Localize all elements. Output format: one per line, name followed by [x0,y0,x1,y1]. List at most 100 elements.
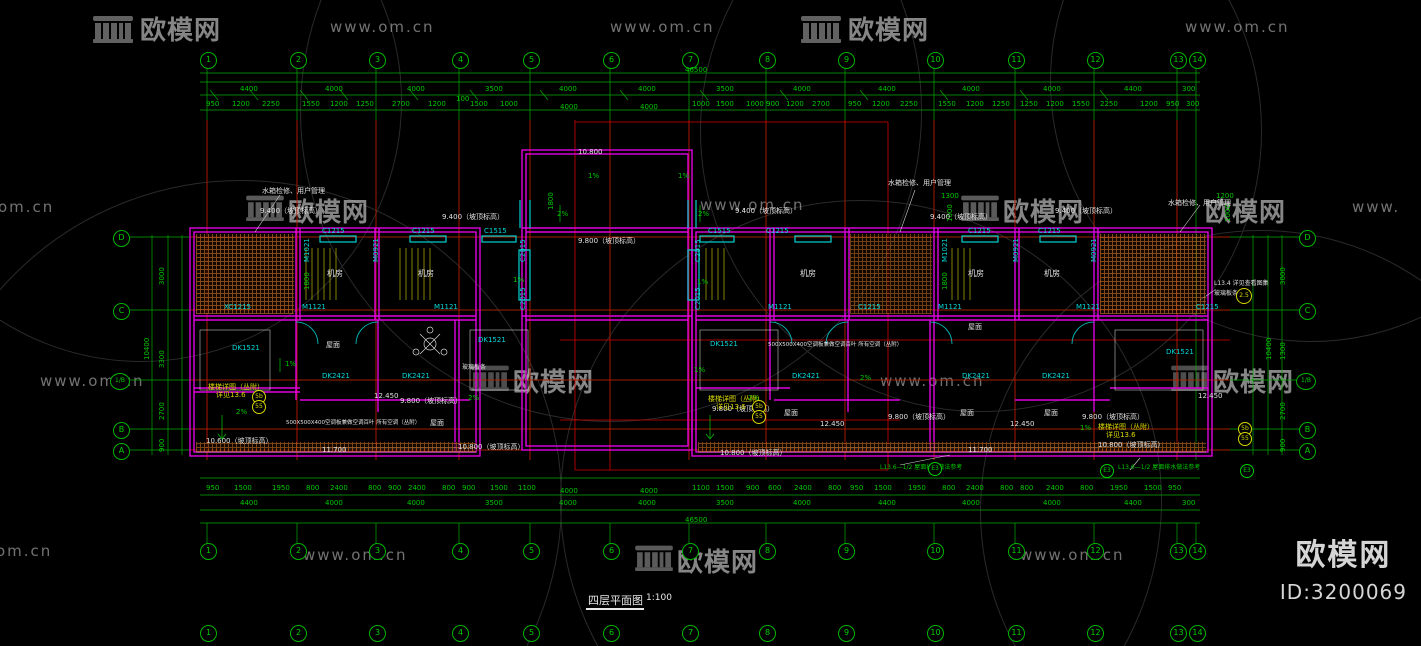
axis-bubble-footer-7: 7 [682,625,699,642]
axis-bubble-bottom-10: 10 [927,543,944,560]
dim-bottom-r2-12: 1100 [518,484,536,492]
dim-bottom-r2-30: 1950 [1110,484,1128,492]
slope-2: 2% [698,210,710,218]
roof-door-DK1521-4: DK1521 [1166,348,1194,356]
dim-left-2700: 2700 [158,402,166,420]
window-tag-C1215-mid: C1215 [858,303,881,311]
dim-top-r2-22: 2250 [900,100,918,108]
dim-bottom-r2-18: 600 [768,484,782,492]
dim-top-r1-11: 4000 [1043,85,1061,93]
callout-E3-3: E3 [1240,464,1254,478]
window-tag-C1515-2: C1515 [708,227,731,235]
dim-bottom-r2-1: 950 [206,484,220,492]
roof-door-DK1521-2: DK1521 [478,336,506,344]
axis-bubble-top-7: 7 [682,52,699,69]
axis-bubble-left-1B: 1/B [110,373,130,390]
axis-bubble-top-4: 4 [452,52,469,69]
dim-bottom-r1-3: 4000 [407,499,425,507]
dim-top-r1-7: 3500 [716,85,734,93]
axis-bubble-bottom-11: 11 [1008,543,1025,560]
dim-bottom-r2-26: 800 [1000,484,1014,492]
callout-55-2: 55 [752,410,766,424]
dim-overall-bottom: 46500 [685,516,708,524]
watermark-url: www.om.cn [1185,18,1290,36]
dim-top-r1-2: 4000 [325,85,343,93]
dim-top-r2-2: 1200 [232,100,250,108]
elevation-10800-b: 10.800（坡顶标高） [720,449,787,457]
dim-top-r2-10: 1500 [470,100,488,108]
elevation-12450-a: 12.450 [374,392,399,400]
slope-5: 2% [748,394,760,402]
dim-top-r2-23: 1550 [938,100,956,108]
dim-top-r2-32: 300 [1186,100,1200,108]
dim-top-r1-3: 4000 [407,85,425,93]
axis-bubble-bottom-13: 13 [1170,543,1187,560]
dim-bottom-r2-14: 4000 [640,487,658,495]
dim-bottom-r1-12: 4400 [1124,499,1142,507]
dim-top-r1-10: 4000 [962,85,980,93]
dim-bottom-r2-21: 950 [850,484,864,492]
window-tag-C1215-3: C1215 [766,227,789,235]
room-label-roof-1: 屋面 [326,341,340,349]
dim-top-r2-18: 1200 [786,100,804,108]
roof-hatch-right-1 [1100,234,1206,314]
dim-bottom-r2-8: 2400 [408,484,426,492]
window-tag-C2015-4: C2015 [694,287,702,310]
door-tag-M0921-3: M0921 [1090,238,1098,262]
door-tag-M1021-1: M1021 [303,238,311,262]
dim-bottom-r2-24: 800 [942,484,956,492]
dim-top-r2-14: 1000 [692,100,710,108]
window-tag-C1215-2: C1215 [412,227,435,235]
axis-bubble-top-9: 9 [838,52,855,69]
elevation-10800-c: 10.800（坡顶标高） [1098,441,1165,449]
roof-hatch-bottom-right [698,442,1206,452]
door-tag-M1121-5: M1121 [1076,303,1100,311]
dim-right-2700: 2700 [1279,402,1287,420]
dim-bottom-r1-2: 4000 [325,499,343,507]
door-tag-M0921-1: M0921 [372,238,380,262]
window-tag-XC1215: XC1215 [224,303,251,311]
watermark-brand: 欧模网 [140,16,222,46]
elevation-9400-a: 9.400（坡顶标高） [260,207,323,215]
window-tag-C1215-5: C1215 [1038,227,1061,235]
axis-bubble-right-D: D [1299,230,1316,247]
note-glass-strip: 玻璃板条 [1214,290,1239,297]
dim-top-r2-24: 1200 [966,100,984,108]
room-label-machine-1: 机房 [327,269,343,278]
axis-bubble-left-A: A [113,443,130,460]
dim-left-3300: 3300 [158,350,166,368]
note-detail-ref-L1314: L13.4 详见查看图集 [1214,280,1269,287]
dim-bottom-r2-7: 900 [388,484,402,492]
note-stair-detail-2: 楼梯详图（丛附） [708,395,764,403]
axis-bubble-bottom-14: 14 [1189,543,1206,560]
dim-top-r2-7: 2700 [392,100,410,108]
axis-bubble-right-A: A [1299,443,1316,460]
room-label-roof-2: 屋面 [430,419,444,427]
dim-top-r2-12: 4000 [560,103,578,111]
callout-55-1: 55 [252,400,266,414]
slope-9: 1% [694,366,706,374]
dim-top-r2-3: 2250 [262,100,280,108]
axis-bubble-top-14: 14 [1189,52,1206,69]
axis-bubble-bottom-8: 8 [759,543,776,560]
axis-bubble-footer-3: 3 [369,625,386,642]
axis-bubble-footer-13: 13 [1170,625,1187,642]
dim-top-r1-12: 4400 [1124,85,1142,93]
dim-bottom-r2-22: 1500 [874,484,892,492]
roof-door-DK2421-4: DK2421 [962,372,990,380]
watermark-url-partial: om.cn [0,198,55,216]
door-tag-M1121-4: M1121 [938,303,962,311]
roof-hatch-center [850,234,932,314]
axis-bubble-footer-6: 6 [603,625,620,642]
axis-bubble-left-C: C [113,303,130,320]
elevation-10600: 10.600（坡顶标高） [206,437,273,445]
watermark-brand-large: 欧模网 [1295,538,1392,573]
watermark-url: www.om.cn [1020,546,1125,564]
note-roof-drain-ref-1: L13.6—1/2 屋面排水做法参考 [880,464,963,471]
dim-overall-top: 46500 [685,66,708,74]
slope-4: 2% [468,394,480,402]
elevation-12450-b: 12.450 [820,420,845,428]
dim-top-r2-26: 1250 [1020,100,1038,108]
roof-door-DK1521-1: DK1521 [232,344,260,352]
axis-bubble-footer-8: 8 [759,625,776,642]
